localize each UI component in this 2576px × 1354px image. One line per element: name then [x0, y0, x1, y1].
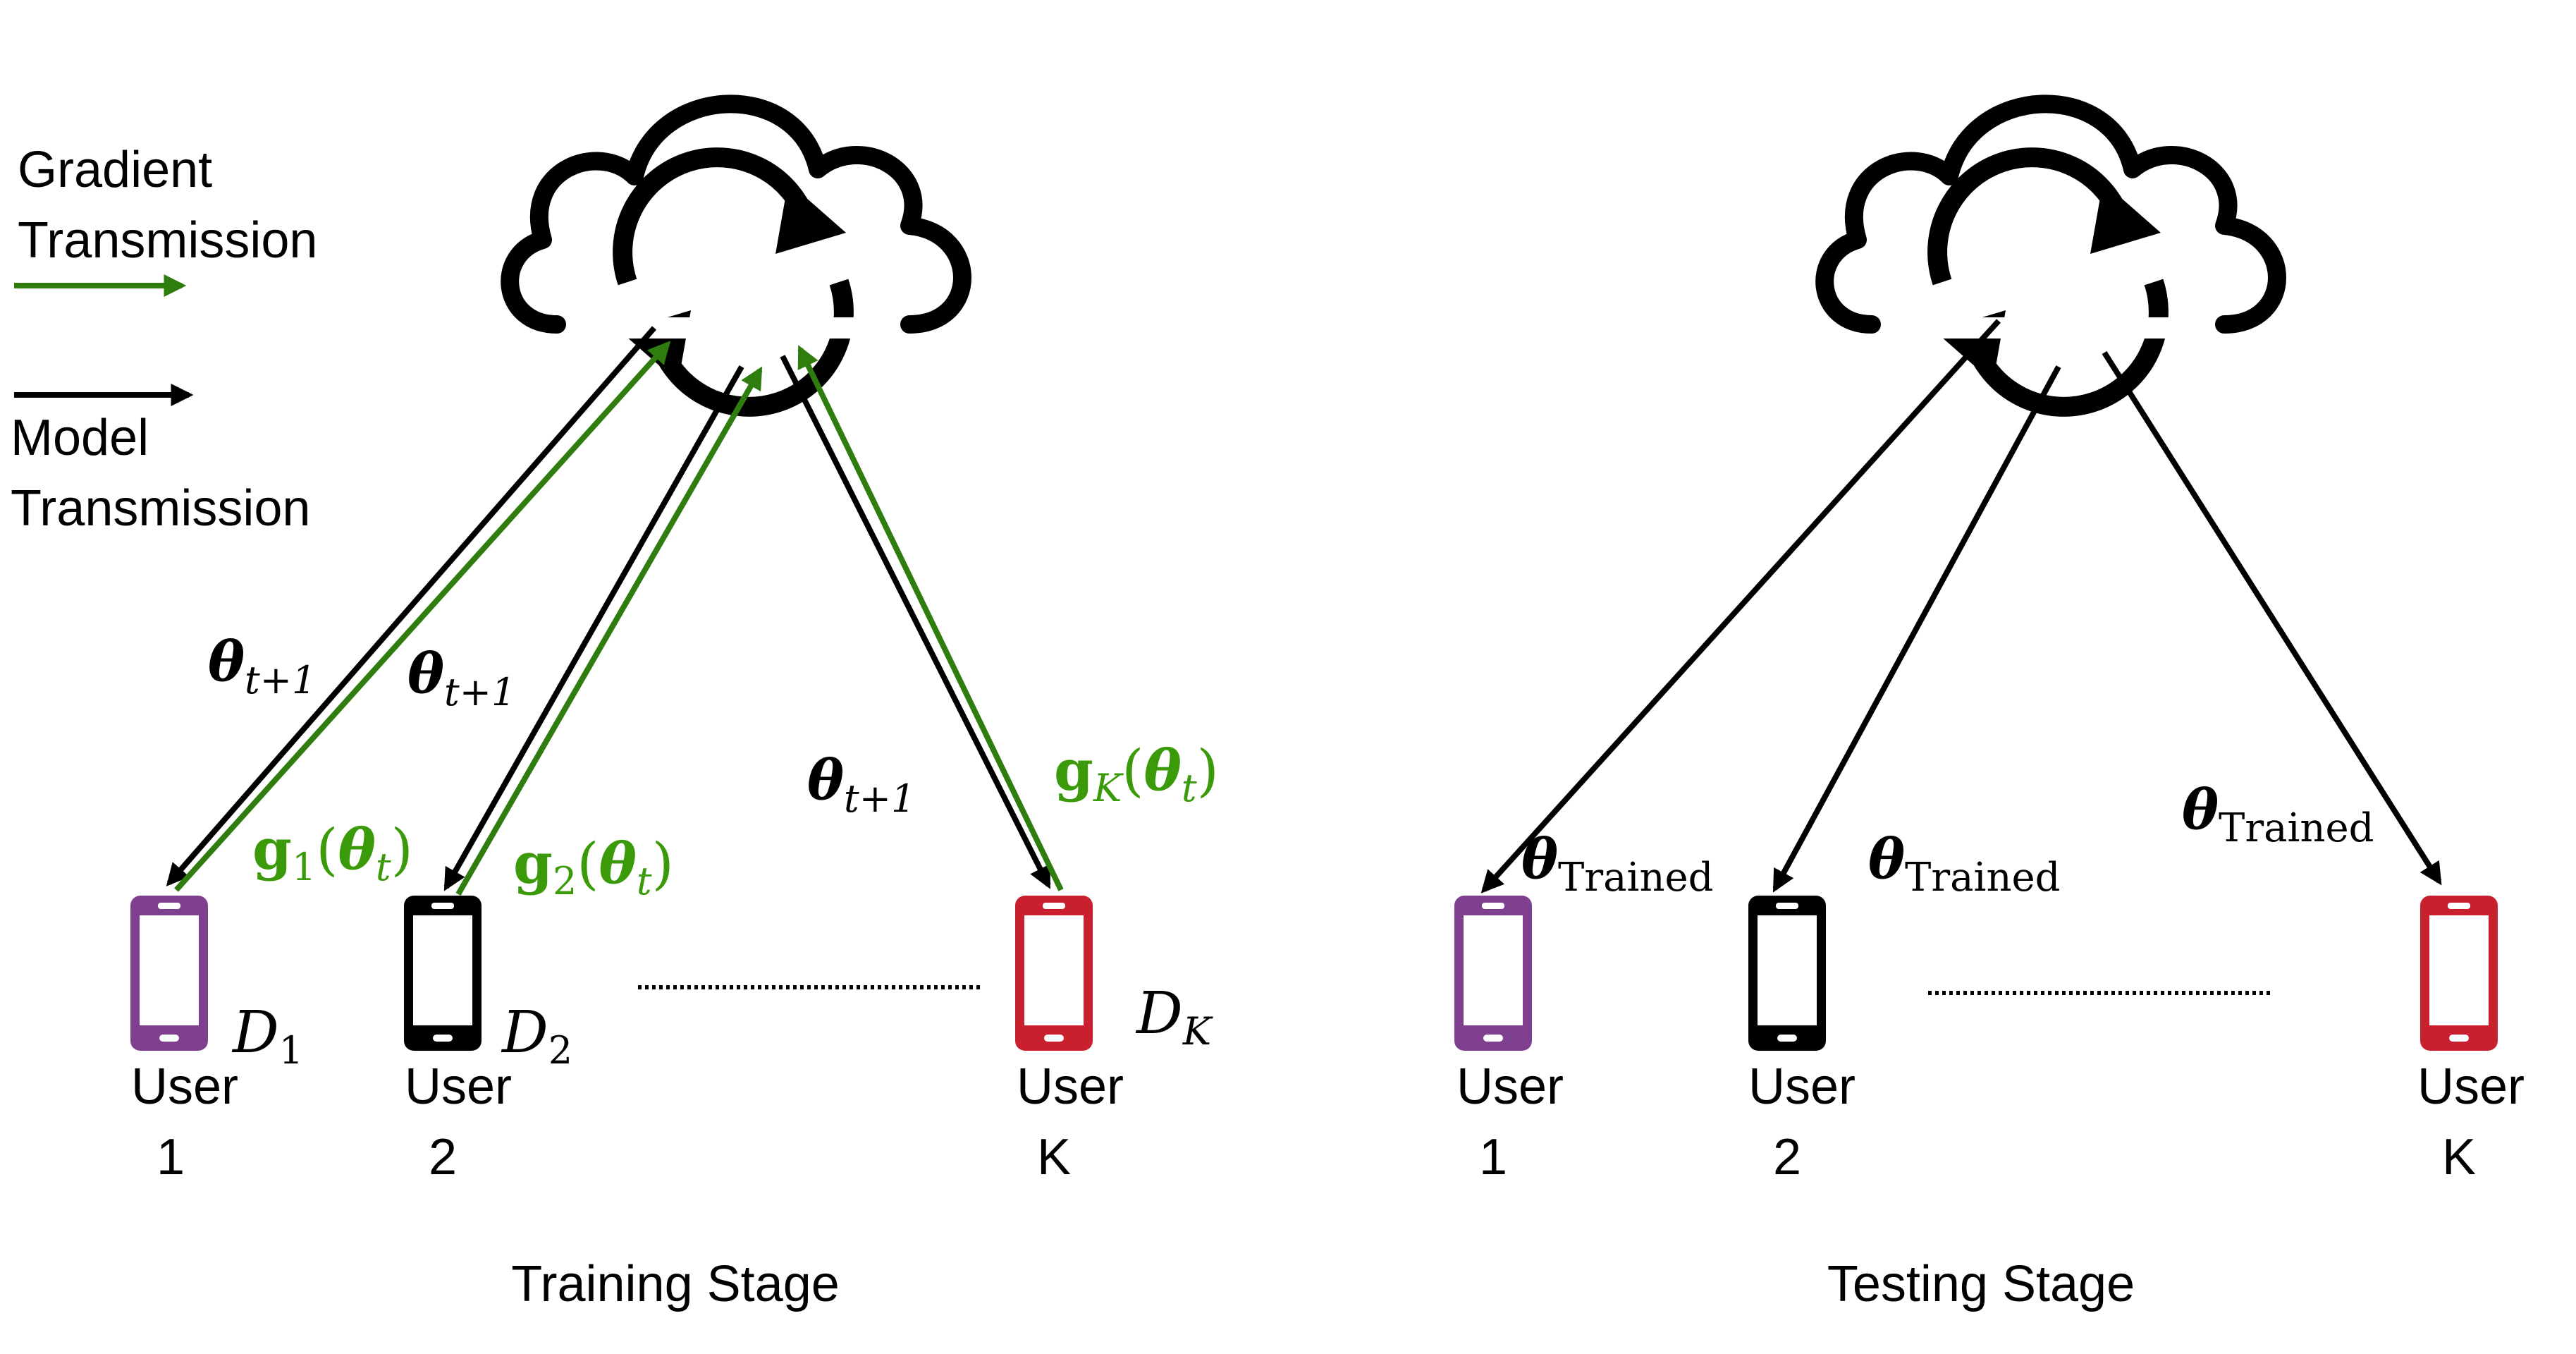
training-user2-index: 2	[429, 1129, 457, 1185]
testing-stage: θTrained θTrained θTrained User 1 User 2…	[1454, 104, 2525, 1312]
testing-user1-smartphone-icon	[1454, 896, 1532, 1051]
legend-model-label-line1: Model	[11, 410, 149, 466]
legend: Gradient Transmission Model Transmission	[11, 142, 317, 537]
testing-theta-label-1: θTrained	[1521, 827, 1714, 901]
training-model-arrow-userK	[780, 355, 1051, 889]
training-server-cloud-sync-icon	[510, 104, 962, 406]
training-theta-label-K: θt+1	[807, 748, 915, 821]
training-stage: θt+1 θt+1 θt+1 g1(θt) g2(θt) gK(θt) D1 D…	[130, 104, 1219, 1312]
testing-model-arrow-userK	[2102, 350, 2442, 886]
testing-theta-label-2: θTrained	[1868, 827, 2061, 901]
training-gradient-label-1: g1(θt)	[252, 816, 413, 889]
testing-model-arrow-user2	[1772, 365, 2061, 893]
training-userK-index: K	[1037, 1129, 1071, 1185]
testing-user2-label: User	[1748, 1059, 1856, 1115]
testing-userK-index: K	[2442, 1129, 2476, 1185]
training-theta-label-2: θt+1	[407, 642, 515, 714]
training-gradient-arrow-userK	[797, 345, 1064, 891]
legend-model-label-line2: Transmission	[11, 480, 310, 537]
training-gradient-arrow-user2	[455, 366, 763, 896]
testing-server-cloud-sync-icon	[1824, 104, 2277, 406]
training-user1-smartphone-icon	[130, 896, 208, 1051]
training-dataset-label-K: DK	[1135, 980, 1213, 1054]
testing-user2-smartphone-icon	[1748, 896, 1826, 1051]
training-userK-smartphone-icon	[1015, 896, 1093, 1051]
testing-userK-smartphone-icon	[2420, 896, 2498, 1051]
training-user2-label: User	[405, 1059, 512, 1115]
legend-gradient-label-line2: Transmission	[18, 212, 317, 269]
training-gradient-arrow-user1	[174, 341, 671, 892]
training-model-arrow-user2	[443, 365, 744, 891]
testing-user1-label: User	[1456, 1059, 1564, 1115]
testing-stage-title: Testing Stage	[1827, 1256, 2135, 1312]
testing-theta-label-K: θTrained	[2182, 778, 2374, 851]
training-theta-label-1: θt+1	[208, 630, 316, 702]
training-user2-smartphone-icon	[404, 896, 482, 1051]
training-model-arrow-user1	[166, 326, 657, 886]
training-user1-label: User	[131, 1059, 238, 1115]
training-dataset-label-1: D1	[231, 999, 303, 1073]
testing-user1-index: 1	[1479, 1129, 1507, 1185]
training-gradient-label-K: gK(θt)	[1054, 737, 1219, 810]
training-gradient-label-2: g2(θt)	[513, 830, 674, 903]
testing-userK-label: User	[2417, 1059, 2525, 1115]
legend-gradient-label-line1: Gradient	[18, 142, 212, 198]
testing-model-arrow-user1	[1480, 319, 2001, 893]
training-user1-index: 1	[157, 1129, 185, 1185]
testing-user2-index: 2	[1773, 1129, 1801, 1185]
training-stage-title: Training Stage	[511, 1256, 840, 1312]
training-dataset-label-2: D2	[501, 999, 572, 1073]
training-userK-label: User	[1017, 1059, 1124, 1115]
